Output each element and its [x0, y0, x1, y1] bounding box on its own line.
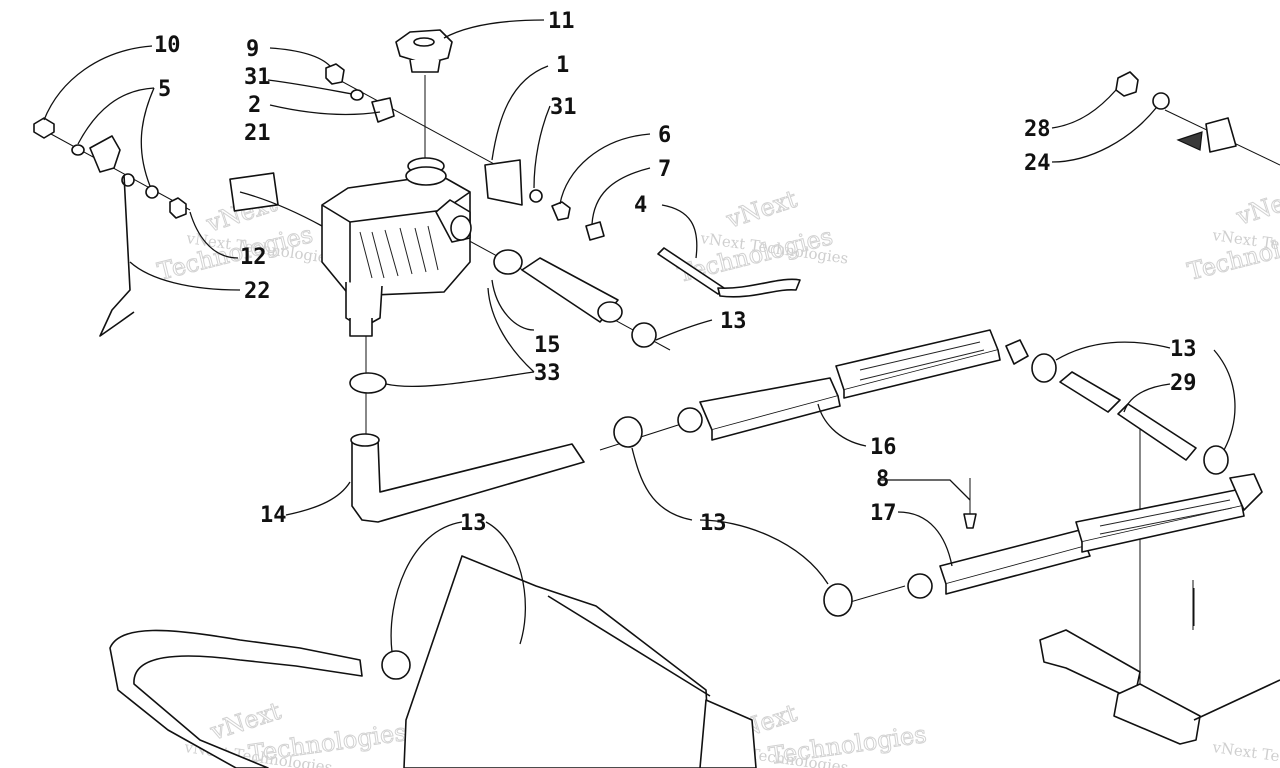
callout-number: 28 [1024, 117, 1051, 142]
callout-number: 2 [248, 93, 261, 118]
callout-number: 6 [658, 123, 671, 148]
watermark-text: vNext [1232, 182, 1280, 231]
callout-number: 8 [876, 467, 889, 492]
hardware-group [33, 63, 1237, 626]
callout-number: 1 [556, 53, 569, 78]
watermark-text: vNext [722, 185, 800, 234]
callout-number: 4 [634, 193, 647, 218]
heat-exchangers [677, 329, 1263, 599]
tunnel-bracket [403, 555, 1280, 768]
callout-number: 13 [1170, 337, 1197, 362]
callout-number: 12 [240, 245, 267, 270]
callout-number: 13 [460, 511, 487, 536]
callout-number: 33 [534, 361, 561, 386]
callout-number: 13 [700, 511, 727, 536]
coolant-reservoir [321, 157, 523, 337]
callout-number: 31 [550, 95, 577, 120]
mounting-bracket [99, 174, 135, 337]
callout-number: 9 [246, 37, 259, 62]
callout-number: 21 [244, 121, 271, 146]
callout-number: 7 [658, 157, 671, 182]
callout-number: 15 [534, 333, 561, 358]
callout-number: 11 [548, 9, 575, 34]
callout-number: 16 [870, 435, 897, 460]
callout-number: 31 [244, 65, 271, 90]
callout-number: 13 [720, 309, 747, 334]
callout-number: 10 [154, 33, 181, 58]
callout-labels: 1 2 4 5 6 7 8 9 10 11 12 13 13 13 13 13 … [154, 9, 1197, 536]
decal [229, 172, 279, 212]
callout-number: 24 [1024, 151, 1051, 176]
callout-number: 22 [244, 279, 271, 304]
callout-number: 17 [870, 501, 897, 526]
leader-lines [43, 19, 1236, 653]
callout-number: 14 [260, 503, 287, 528]
callout-number: 5 [158, 77, 171, 102]
watermark-text: vNext Technologies [1210, 738, 1280, 768]
callout-number: 29 [1170, 371, 1197, 396]
radiator-cap [395, 29, 453, 73]
